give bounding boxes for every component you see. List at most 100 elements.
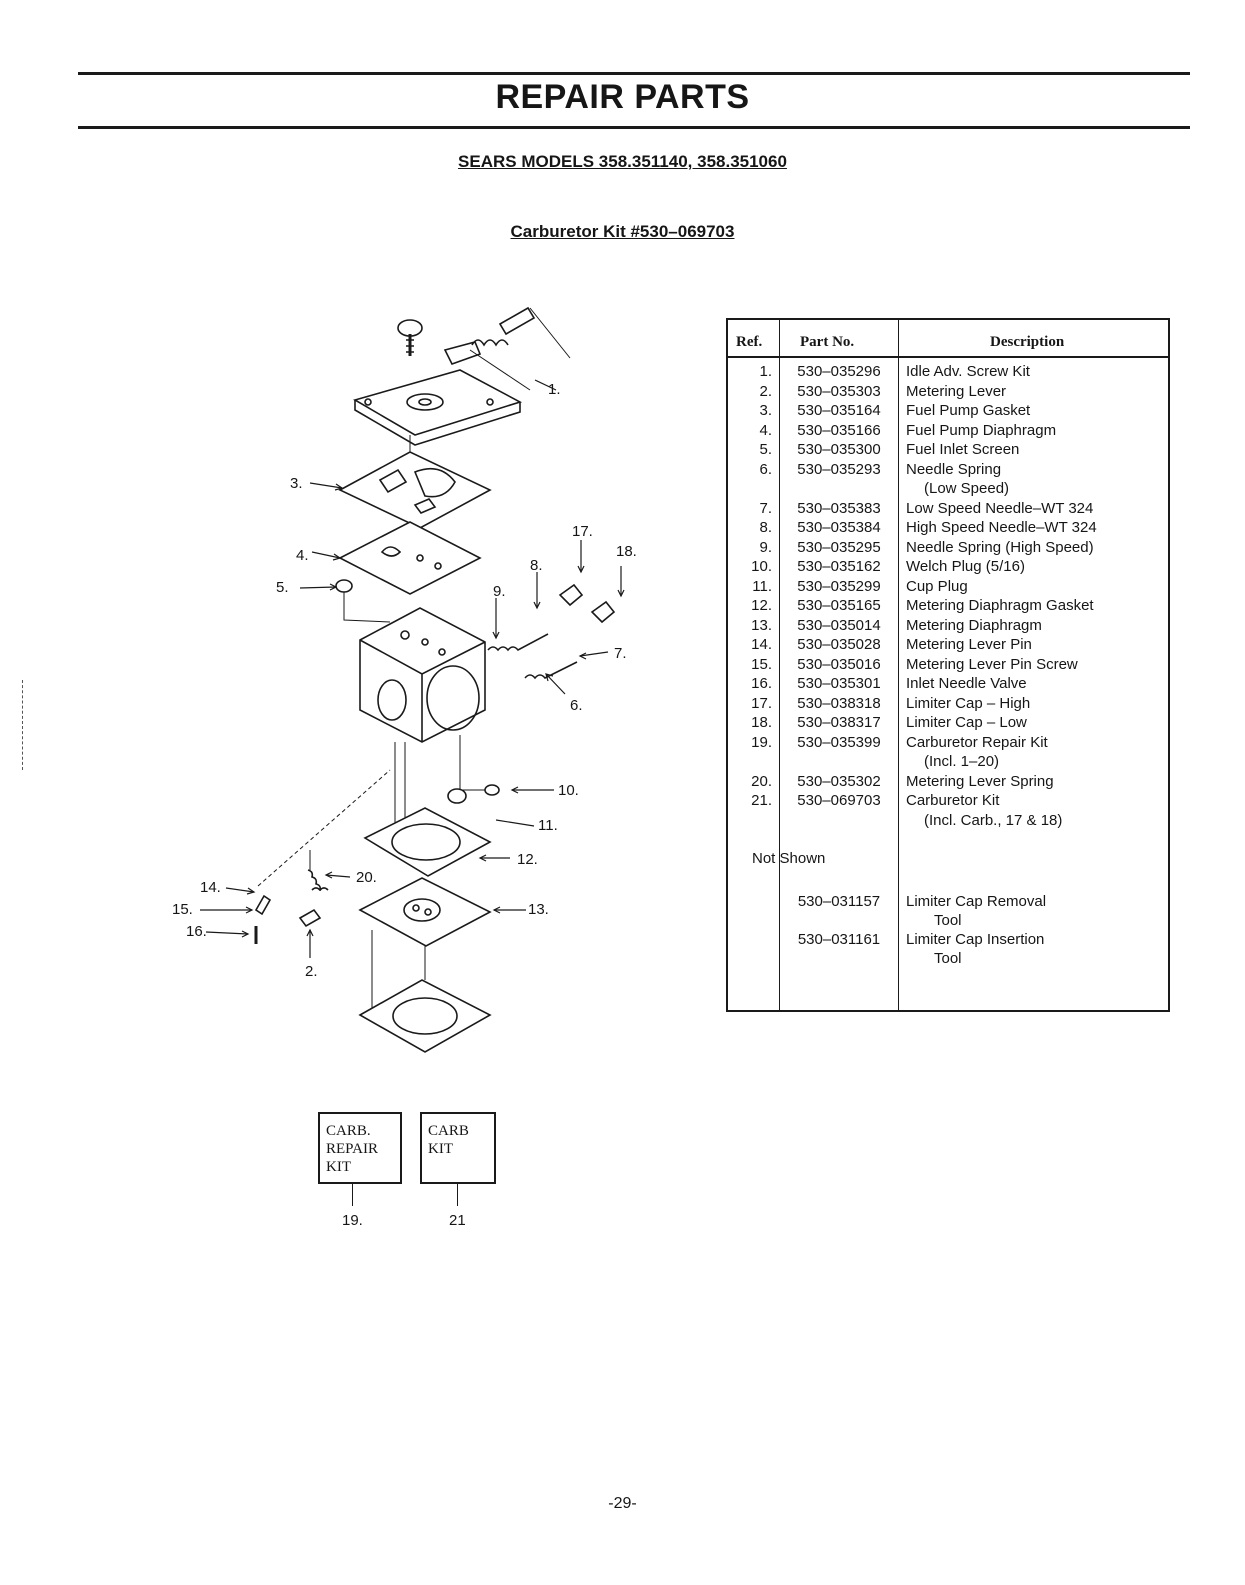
row-description: Metering Lever Pin <box>906 636 1032 653</box>
callout-11: 11. <box>538 817 558 834</box>
title-underline-rule <box>78 126 1190 129</box>
row-part-no: 530–035303 <box>797 382 881 400</box>
fuel-pump-diaphragm <box>338 521 482 595</box>
kit-number-19: 19. <box>342 1212 363 1229</box>
cup-plug <box>484 784 500 796</box>
kit-label-line: KIT <box>428 1141 453 1157</box>
kit-leader-21 <box>457 1184 458 1206</box>
callout-18: 18. <box>616 543 637 560</box>
table-row: (Incl. 1–20) <box>728 752 1168 772</box>
kit-title: Carburetor Kit #530–069703 <box>510 222 735 241</box>
table-row: (Incl. Carb., 17 & 18) <box>728 811 1168 831</box>
row-ref: 7. <box>759 499 772 517</box>
row-part-no: 530–035166 <box>797 421 881 439</box>
header-description: Description <box>990 334 1065 350</box>
row-description-cont: Tool <box>934 950 962 967</box>
row-part-no: 530–035384 <box>797 519 881 536</box>
row-description: Metering Diaphragm <box>906 616 1042 634</box>
table-row: 15. 530–035016 Metering Lever Pin Screw <box>728 655 1168 675</box>
row-description: Fuel Inlet Screen <box>906 441 1020 458</box>
row-description: Welch Plug (5/16) <box>906 558 1025 575</box>
row-ref: 5. <box>759 441 772 458</box>
callout-9: 9. <box>493 583 506 600</box>
top-rule <box>78 72 1190 75</box>
row-ref: 13. <box>751 616 772 634</box>
table-row: 4. 530–035166 Fuel Pump Diaphragm <box>728 421 1168 441</box>
row-ref: 21. <box>751 792 772 809</box>
not-shown-row: 530–031161 <box>728 930 1168 950</box>
row-ref: 10. <box>751 558 772 575</box>
row-description: Fuel Pump Diaphragm <box>906 421 1057 439</box>
metering-cover <box>358 979 492 1053</box>
kit-number-21: 21 <box>449 1212 466 1229</box>
table-row: 21. 530–069703 Carburetor Kit <box>728 791 1168 811</box>
callout-13: 13. <box>528 901 549 918</box>
kit-label-line: KIT <box>326 1159 351 1175</box>
row-description: Metering Diaphragm Gasket <box>906 597 1094 614</box>
page-number: -29- <box>608 1495 637 1512</box>
adv-screw-kit <box>469 306 571 391</box>
fuel-pump-gasket <box>338 451 492 529</box>
row-part-no: 530–035300 <box>797 441 881 458</box>
row-ref: 8. <box>759 519 772 536</box>
row-part-no: 530–031161 <box>797 931 881 948</box>
callout-17: 17. <box>572 523 593 540</box>
models-subtitle: SEARS MODELS 358.351140, 358.351060 <box>458 152 787 171</box>
welch-plug <box>447 788 467 804</box>
row-ref: 1. <box>759 363 772 380</box>
row-ref: 4. <box>759 421 772 439</box>
row-part-no: 530–038318 <box>797 694 881 712</box>
row-description: Limiter Cap – High <box>906 694 1031 712</box>
row-ref: 19. <box>751 733 772 751</box>
carburetor-exploded-diagram: 1. 2. 3. 4. 5. 6. 7. 8. 9. 10. 11. 12. 1… <box>172 306 637 1053</box>
row-description: Low Speed Needle–WT 324 <box>906 499 1094 517</box>
row-description-cont: Tool <box>934 912 962 929</box>
row-description: Fuel Pump Gasket <box>906 402 1031 419</box>
row-ref: 6. <box>759 460 772 478</box>
row-part-no: 530–035014 <box>797 616 881 634</box>
row-description: Metering Lever <box>906 382 1007 400</box>
header-rule <box>728 356 1168 358</box>
row-part-no: 530–035016 <box>797 655 881 673</box>
not-shown-row: Tool <box>728 911 1168 931</box>
callout-15: 15. <box>172 901 193 918</box>
adjustment-needles <box>487 583 616 680</box>
callout-16: 16. <box>186 923 207 940</box>
table-row: 19. 530–035399 Carburetor Repair Kit <box>728 733 1168 753</box>
row-part-no: 530–035399 <box>797 733 881 751</box>
row-description: Carburetor Repair Kit <box>906 733 1048 751</box>
row-part-no: 530–035164 <box>797 402 881 419</box>
kit-label-line: CARB. <box>326 1123 371 1139</box>
kit-label-line: CARB <box>428 1123 469 1139</box>
row-ref: 20. <box>751 772 772 790</box>
row-part-no: 530–069703 <box>797 792 881 809</box>
header-ref: Ref. <box>736 334 763 350</box>
row-part-no: 530–035162 <box>797 558 881 575</box>
row-description: Carburetor Kit <box>906 792 1000 809</box>
table-row: 5. 530–035300 Fuel Inlet Screen <box>728 440 1168 460</box>
metering-lever-parts <box>254 769 391 944</box>
leader-arrows <box>200 379 625 958</box>
callout-12: 12. <box>517 851 538 868</box>
row-description: Cup Plug <box>906 577 968 595</box>
row-description: Metering Lever Pin Screw <box>906 655 1078 673</box>
row-ref: 11. <box>752 577 772 595</box>
row-description: (Incl. Carb., 17 & 18) <box>924 811 1063 829</box>
row-ref: 15. <box>751 655 772 673</box>
pump-cover-plate <box>352 341 523 446</box>
not-shown-row: Tool <box>728 949 1168 969</box>
fuel-inlet-screen <box>335 579 391 623</box>
carb-repair-kit-box: CARB. REPAIR KIT <box>318 1112 402 1184</box>
callout-8: 8. <box>530 557 543 574</box>
idle-screw <box>397 319 423 356</box>
metering-diaphragm <box>358 877 492 947</box>
